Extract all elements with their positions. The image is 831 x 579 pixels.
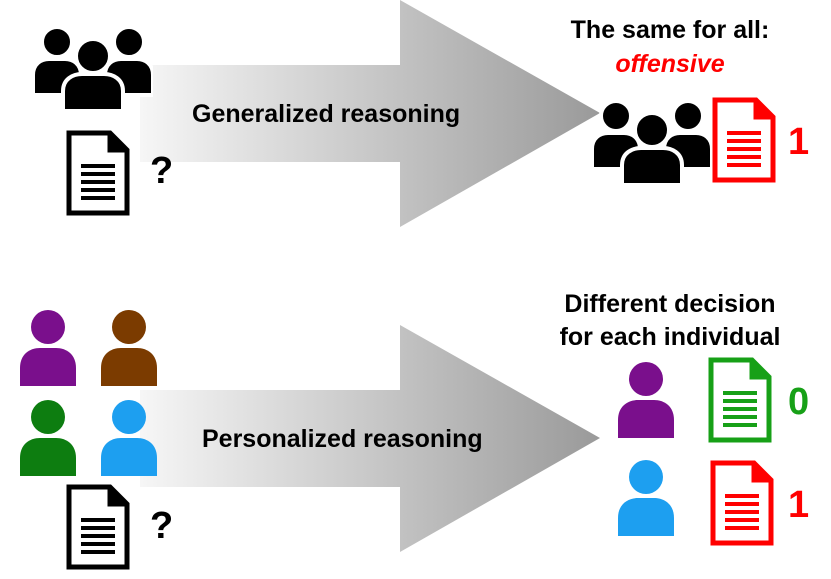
top-question-mark: ? xyxy=(150,150,174,192)
bottom-question-mark: ? xyxy=(150,505,174,547)
document-icon xyxy=(69,487,127,567)
document-icon xyxy=(711,360,769,440)
people-group-icon xyxy=(33,25,153,111)
document-icon xyxy=(713,463,771,543)
bottom-result-value-1: 1 xyxy=(788,484,810,526)
top-arrow xyxy=(140,0,600,227)
person-icon-blue xyxy=(618,460,674,536)
document-icon xyxy=(715,100,773,180)
person-icon-green xyxy=(20,400,76,476)
person-icon-brown xyxy=(101,310,157,386)
top-result-subtitle: offensive xyxy=(615,50,725,78)
bottom-result-title-line1: Different decision xyxy=(564,290,776,318)
bottom-arrow xyxy=(140,325,600,552)
bottom-arrow-label: Personalized reasoning xyxy=(202,425,483,453)
document-icon xyxy=(69,133,127,213)
bottom-result-title-line2: for each individual xyxy=(559,323,781,351)
person-icon-purple xyxy=(618,362,674,438)
top-result-value: 1 xyxy=(788,121,810,163)
people-group-icon xyxy=(592,99,712,185)
top-arrow-label: Generalized reasoning xyxy=(192,100,461,128)
top-result-title: The same for all: xyxy=(570,16,770,44)
person-icon-purple xyxy=(20,310,76,386)
bottom-result-value-0: 0 xyxy=(788,381,810,423)
